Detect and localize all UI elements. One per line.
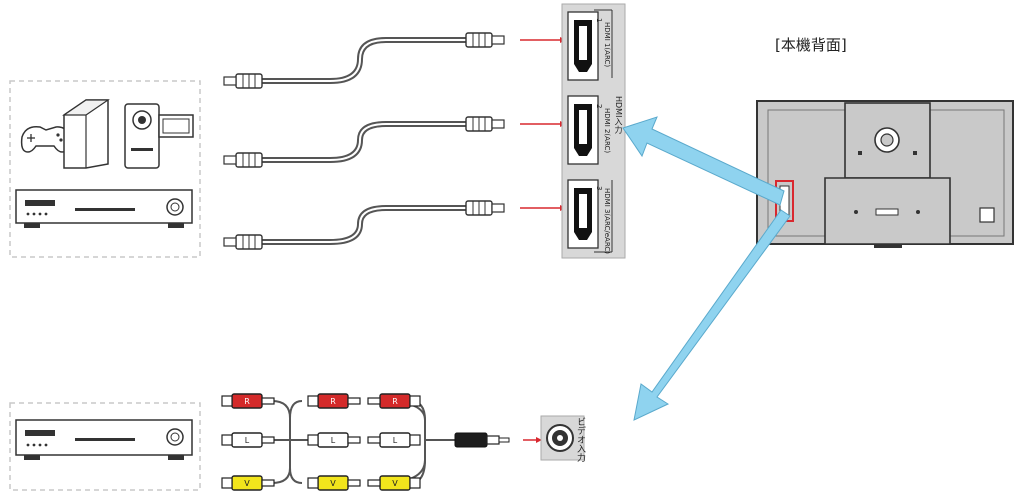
hdmi-cable-2 <box>223 116 505 168</box>
rca-plug-white-mid: L <box>307 432 361 448</box>
hdmi-port-panel <box>561 3 626 259</box>
rca-plug-yellow-dest-letter: V <box>392 479 398 488</box>
game-console-icon <box>62 99 110 169</box>
rca-plugs: R R R L L L V V V <box>221 393 510 491</box>
hdmi-pointer-lines <box>520 37 566 211</box>
rca-plug-red-mid-letter: R <box>330 397 336 406</box>
rca-plug-red-mid: R <box>307 393 361 409</box>
rear-view-label: [本機背面] <box>775 36 847 54</box>
blu-ray-player-icon <box>15 189 193 228</box>
hdmi-cable-3 <box>223 200 505 250</box>
arrow-to-video-input <box>633 209 791 421</box>
hdmi-port-1-label: HDMI 1(ARC) <box>603 22 611 68</box>
hdmi-port-2-number: 2 <box>595 104 603 109</box>
callout-arrows <box>622 116 791 421</box>
hdmi-port-2-label: HDMI 2(ARC) <box>603 108 611 154</box>
hdmi-port-1-number: 1 <box>595 18 603 23</box>
rca-plug-white-mid-letter: L <box>331 436 336 445</box>
rca-plug-yellow-source-letter: V <box>244 479 250 488</box>
composite-device-group <box>9 402 201 491</box>
hdmi-cable-1 <box>223 32 505 89</box>
rca-plug-yellow-mid: V <box>307 475 361 491</box>
video-input-jack <box>523 415 585 461</box>
hdmi-port-3-label: HDMI 3(ARC/eARC) <box>603 188 611 254</box>
camcorder-icon <box>124 103 194 169</box>
av-devices-group <box>9 80 201 258</box>
rca-plug-red-dest-letter: R <box>392 397 398 406</box>
rca-plug-white-dest: L <box>367 432 421 448</box>
hdmi-port-3 <box>567 179 599 249</box>
devices-box-outline <box>9 80 201 258</box>
rca-plug-yellow-mid-letter: V <box>330 479 336 488</box>
video-input-label: ビデオ入力 <box>575 417 585 462</box>
rca-plug-white-dest-letter: L <box>393 436 398 445</box>
gamepad-icon <box>20 125 71 153</box>
hdmi-group-label: HDMI入力 <box>614 96 623 134</box>
composite-video-plug <box>454 432 510 448</box>
rca-plug-white-source-letter: L <box>245 436 250 445</box>
rca-plug-red-source-letter: R <box>244 397 250 406</box>
rca-plug-yellow-dest: V <box>367 475 421 491</box>
arrow-to-hdmi-panel <box>622 116 785 206</box>
hdmi-port-1 <box>567 11 599 81</box>
rca-plug-red-source: R <box>221 393 275 409</box>
composite-device-outline <box>9 402 201 491</box>
rca-plug-red-dest: R <box>367 393 421 409</box>
rca-plug-yellow-source: V <box>221 475 275 491</box>
hdmi-port-3-number: 3 <box>595 186 603 191</box>
tv-rear-view <box>756 100 1014 248</box>
dvd-player-icon <box>15 419 193 460</box>
hdmi-port-2 <box>567 95 599 165</box>
rca-cable-bundle <box>271 400 455 484</box>
rca-plug-white-source: L <box>221 432 275 448</box>
